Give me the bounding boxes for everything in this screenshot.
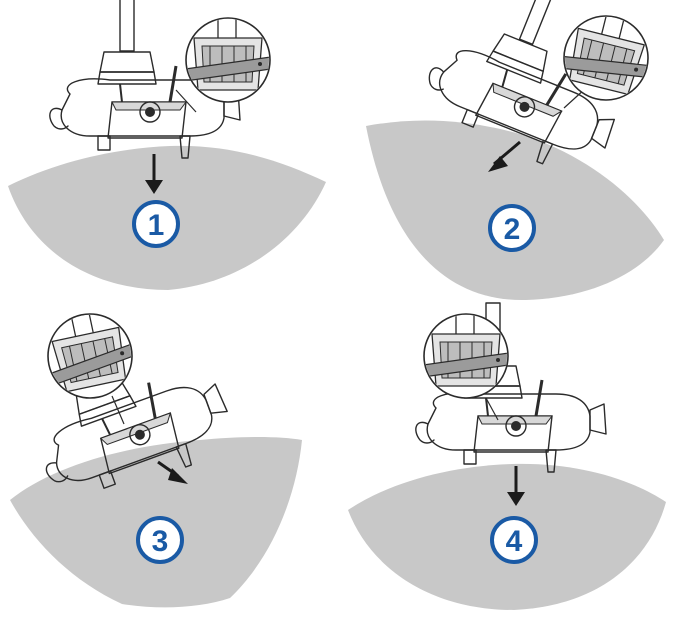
beam-arrow-3 bbox=[157, 460, 188, 484]
inset-detail-2 bbox=[547, 0, 666, 111]
step-number-4: 4 bbox=[506, 525, 523, 558]
inset-leader-1 bbox=[175, 89, 197, 113]
inset-detail-4 bbox=[416, 306, 516, 398]
step-number-3: 3 bbox=[152, 525, 169, 558]
step-badge-2: 2 bbox=[488, 204, 536, 252]
beam-arrow-4 bbox=[507, 466, 525, 506]
step-4-panel: 4 bbox=[348, 301, 666, 610]
inset-leader-4 bbox=[485, 397, 499, 421]
step-badge-1: 1 bbox=[132, 200, 180, 248]
step-2-panel: 2 bbox=[366, 0, 667, 301]
step-3-panel: 3 bbox=[2, 286, 302, 608]
beam-arrow-1 bbox=[145, 154, 163, 194]
step-number-2: 2 bbox=[504, 213, 521, 246]
step-badge-4: 4 bbox=[490, 516, 538, 564]
step-number-1: 1 bbox=[148, 209, 165, 242]
inset-detail-1 bbox=[178, 10, 278, 102]
inset-detail-3 bbox=[31, 297, 148, 408]
inset-leader-3 bbox=[111, 395, 125, 425]
step-1-panel: 1 bbox=[8, 0, 326, 290]
step-badge-3: 3 bbox=[136, 516, 184, 564]
beam-arrow-2 bbox=[488, 140, 521, 172]
